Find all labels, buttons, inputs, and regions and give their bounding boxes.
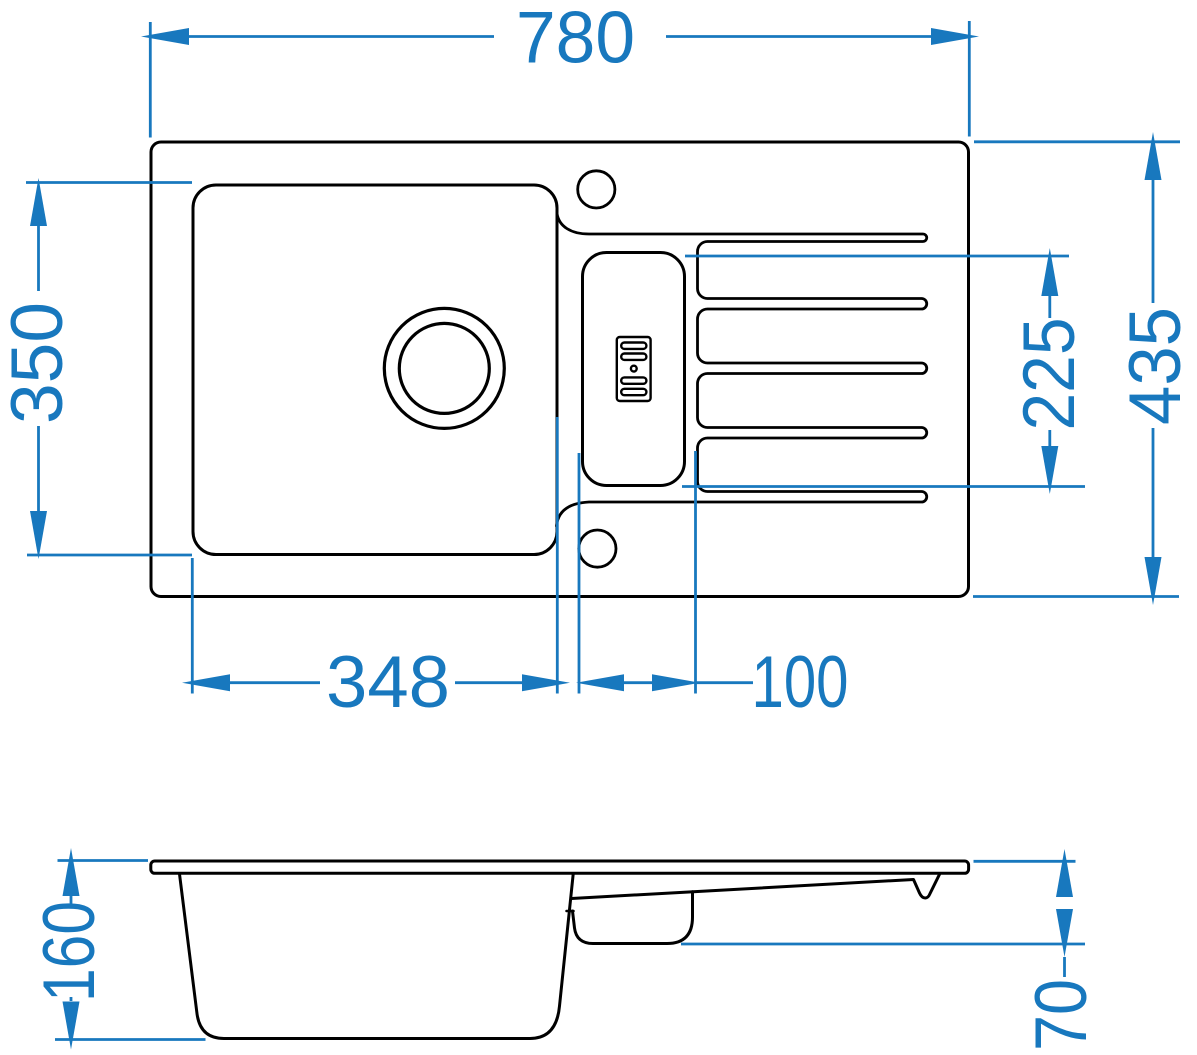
svg-text:780: 780 — [516, 0, 635, 79]
svg-text:435: 435 — [1115, 307, 1196, 425]
svg-text:70: 70 — [1021, 979, 1102, 1051]
svg-text:225: 225 — [1009, 318, 1090, 431]
svg-text:348: 348 — [326, 642, 450, 723]
svg-text:100: 100 — [752, 642, 849, 723]
svg-text:350: 350 — [0, 302, 78, 424]
svg-text:160: 160 — [29, 901, 110, 1002]
